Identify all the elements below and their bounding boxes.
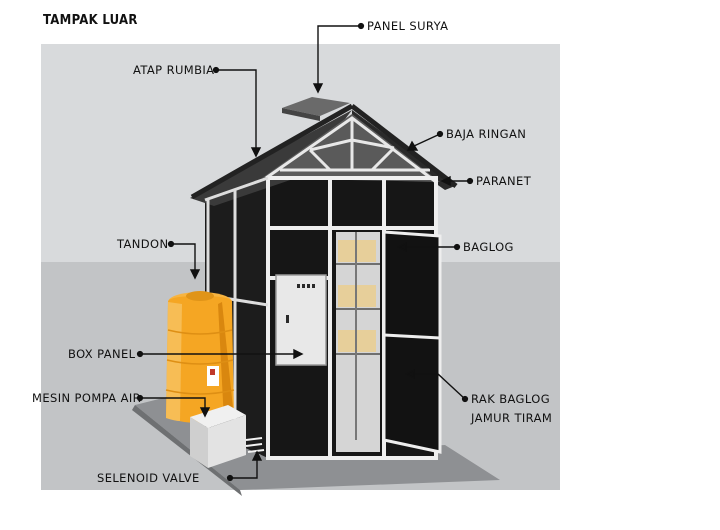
concrete-base — [135, 395, 500, 490]
label-atap-rumbia: ATAP RUMBIA — [133, 63, 214, 77]
label-baglog: BAGLOG — [463, 240, 514, 254]
label-paranet: PARANET — [476, 174, 532, 188]
solar-panel — [282, 97, 350, 116]
box-panel — [275, 274, 327, 366]
label-panel-surya: PANEL SURYA — [367, 19, 448, 33]
water-tank — [165, 291, 235, 423]
label-tandon: TANDON — [116, 237, 169, 251]
label-mesin-pompa-air: MESIN POMPA AIR — [32, 391, 141, 405]
label-box-panel: BOX PANEL — [68, 347, 136, 361]
box-panel-switches — [286, 284, 315, 323]
leader-lines — [136, 22, 474, 482]
baglog-rack — [336, 232, 380, 440]
label-baja-ringan: BAJA RINGAN — [446, 127, 526, 141]
roof-ridge-left — [190, 103, 354, 200]
label-selenoid-valve: SELENOID VALVE — [97, 471, 200, 485]
right-margin — [578, 0, 720, 530]
roof-ridge-right — [350, 104, 458, 188]
solar-panel-edge — [282, 108, 320, 121]
solenoid-valve — [245, 437, 265, 453]
base-edge — [132, 405, 242, 496]
water-pump — [190, 405, 246, 468]
roof-truss — [265, 116, 437, 184]
label-rak-baglog-line2: JAMUR TIRAM — [470, 411, 552, 425]
door-bar — [383, 333, 441, 340]
diagram-title: TAMPAK LUAR — [43, 13, 138, 28]
roof-left — [190, 110, 352, 206]
label-rak-baglog-line1: RAK BAGLOG — [471, 392, 550, 406]
door — [382, 230, 442, 454]
